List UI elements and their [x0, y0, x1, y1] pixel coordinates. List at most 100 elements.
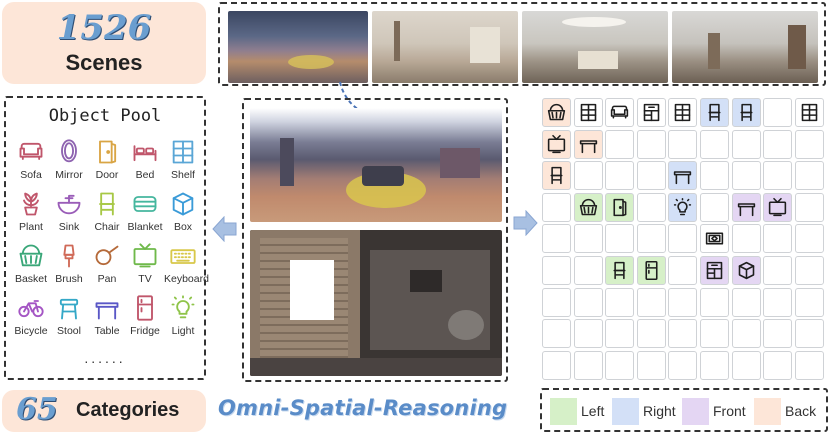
grid-cell: [700, 287, 729, 317]
brush-icon: [63, 244, 75, 268]
object-pool-item: Box: [164, 190, 202, 240]
top-down-image: [250, 230, 502, 376]
object-pool-item-label: Door: [95, 169, 119, 181]
grid-cell: [605, 319, 635, 349]
object-pool-item-label: Plant: [19, 221, 43, 233]
rug-icon: [705, 232, 724, 245]
table-icon: [737, 203, 755, 216]
table-icon: [674, 171, 692, 185]
fridge-icon: [645, 260, 658, 281]
object-pool-item-label: Mirror: [55, 169, 83, 181]
tv-icon: [133, 243, 157, 268]
table-icon: [95, 302, 119, 320]
panorama-image: [250, 108, 502, 222]
object-pool-item: Basket: [12, 242, 50, 292]
scenes-card: 1526 Scenes: [2, 2, 206, 84]
object-pool-item: Keyboard: [164, 242, 209, 292]
shelf-icon: [580, 103, 596, 122]
object-pool-item-label: Sofa: [20, 169, 42, 181]
tv-icon: [769, 197, 787, 216]
grid-cell: [763, 129, 793, 159]
object-pool-item-label: Bed: [135, 169, 155, 181]
grid-cell: [763, 161, 793, 191]
basket-icon: [19, 244, 43, 267]
plant-icon: [23, 192, 39, 216]
object-pool-item: TV: [126, 242, 164, 292]
grid-cell: [794, 161, 824, 191]
grid-cell: [731, 98, 761, 127]
grid-cell: [794, 350, 824, 380]
grid-cell: [794, 129, 824, 159]
grid-cell: [636, 287, 666, 317]
grid-cell: [636, 98, 666, 127]
object-pool-item: Shelf: [164, 138, 202, 188]
object-pool-item-label: Light: [171, 325, 195, 337]
object-pool-item: Chair: [88, 190, 126, 240]
grid-cell: [731, 287, 761, 317]
page-title: Omni-Spatial-Reasoning: [218, 396, 508, 420]
chair-icon: [550, 167, 563, 185]
grid-cell: [605, 287, 635, 317]
shelf-icon: [801, 103, 818, 122]
grid-cell: [573, 319, 603, 349]
grid-cell: [763, 256, 793, 285]
chair-icon: [740, 103, 753, 122]
scenes-count: 1526: [56, 8, 152, 48]
shelf-icon: [675, 103, 691, 122]
object-pool-item-label: Keyboard: [164, 273, 209, 285]
grid-cell: [542, 319, 571, 349]
grid-cell: [573, 256, 603, 285]
basket-icon: [579, 198, 597, 216]
grid-cell: [636, 192, 666, 222]
grid-cell: [763, 192, 793, 222]
object-pool-item-label: Chair: [94, 221, 120, 233]
grid-cell: [573, 224, 603, 254]
bed-icon: [133, 145, 157, 162]
object-pool-item: Sofa: [12, 138, 50, 188]
legend-swatch-back: [754, 398, 781, 425]
box-icon: [738, 261, 754, 280]
door-icon: [99, 140, 117, 164]
grid-cell: [731, 192, 761, 222]
grid-cell: [668, 287, 698, 317]
grid-cell: [731, 350, 761, 380]
light-icon: [171, 295, 195, 319]
grid-cell: [700, 98, 729, 127]
object-pool-item: Bicycle: [12, 294, 50, 344]
grid-cell: [700, 224, 729, 254]
grid-cell: [763, 98, 793, 127]
grid-cell: [636, 319, 666, 349]
grid-cell: [668, 256, 698, 285]
object-pool-title: Object Pool: [48, 106, 162, 126]
grid-cell: [636, 256, 666, 285]
object-pool-item: Brush: [50, 242, 88, 292]
grid-cell: [668, 161, 698, 191]
grid-cell: [700, 256, 729, 285]
panorama-thumbnail-1: [228, 11, 368, 83]
object-pool-item-label: Sink: [58, 221, 80, 233]
grid-cell: [605, 256, 635, 285]
object-pool-item: Fridge: [126, 294, 164, 344]
grid-cell: [542, 350, 571, 380]
object-pool-item-label: TV: [138, 273, 152, 285]
grid-cell: [573, 98, 603, 127]
panorama-thumbnail-2: [372, 11, 518, 83]
sofa-icon: [19, 142, 43, 160]
grid-cell: [605, 350, 635, 380]
legend-swatch-front: [682, 398, 709, 425]
grid-cell: [573, 161, 603, 191]
cabinet-icon: [643, 103, 660, 122]
sofa-icon: [611, 105, 629, 119]
grid-cell: [763, 319, 793, 349]
object-pool-item: Stool: [50, 294, 88, 344]
legend-label-back: Back: [785, 403, 817, 419]
chair-icon: [99, 192, 115, 216]
object-pool-item: Bed: [126, 138, 164, 188]
object-pool-more: ......: [84, 350, 126, 366]
panorama-thumbnail-4: [672, 11, 818, 83]
object-pool-item-label: Box: [173, 221, 193, 233]
light-icon: [674, 197, 692, 216]
door-icon: [613, 198, 627, 216]
categories-count: 65: [16, 392, 58, 427]
